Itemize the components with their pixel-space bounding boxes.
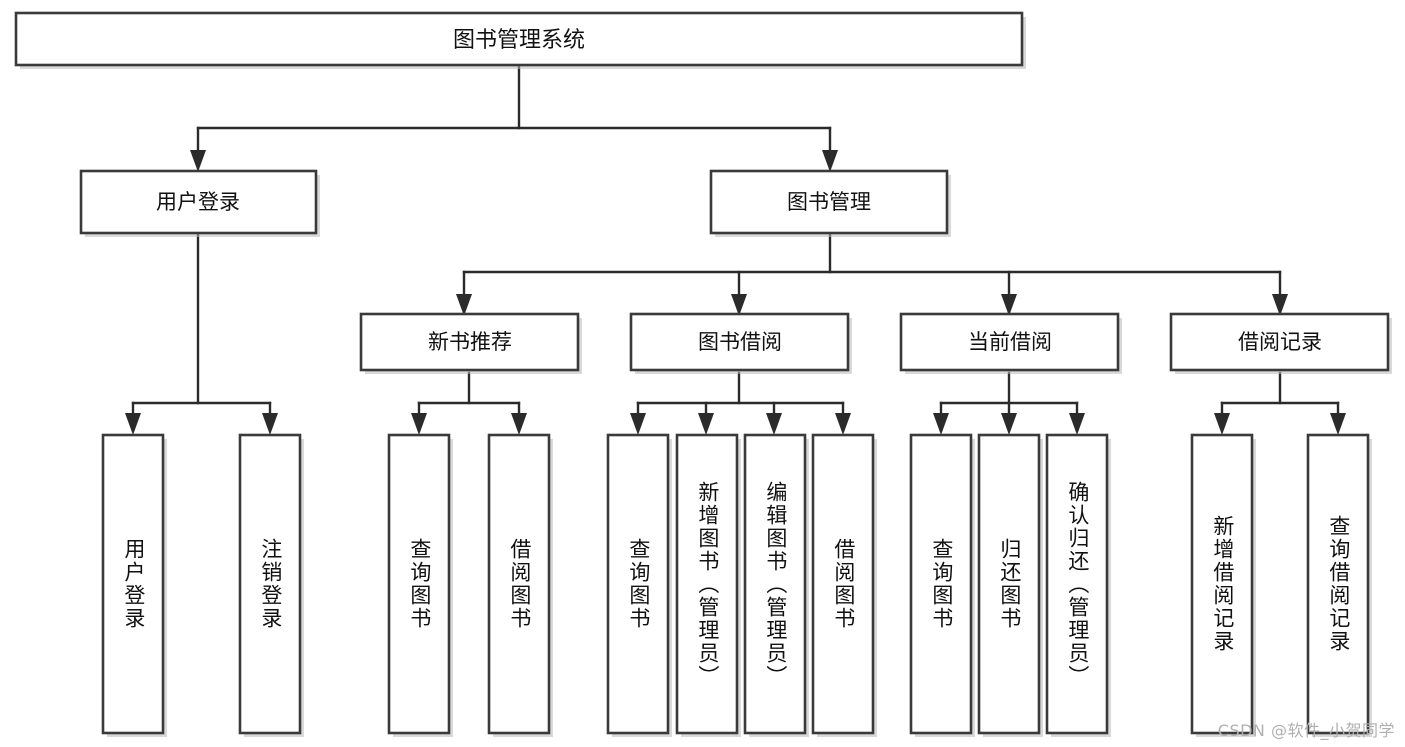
node-current-borrow-label: 当前借阅 xyxy=(968,330,1052,354)
leaf-book-borrow-lend[interactable] xyxy=(811,433,877,737)
leaf-current-borrow-return[interactable] xyxy=(977,433,1043,737)
node-current-borrow[interactable]: 当前借阅 xyxy=(899,312,1122,374)
edges-book-borrow-to-leaves xyxy=(630,371,851,435)
leaf-current-borrow-confirm[interactable] xyxy=(1045,433,1111,737)
csdn-watermark: CSDN @软件_小贺同学 xyxy=(1217,721,1395,740)
leaf-book-borrow-query[interactable] xyxy=(606,433,672,737)
leaf-borrow-record-add[interactable] xyxy=(1190,433,1256,737)
leaf-current-borrow-query[interactable] xyxy=(909,433,975,737)
leaf-book-borrow-add[interactable] xyxy=(675,433,741,737)
node-user-login[interactable]: 用户登录 xyxy=(79,169,320,237)
leaf-user-login-signout[interactable] xyxy=(238,433,304,737)
node-borrow-record-label: 借阅记录 xyxy=(1238,330,1322,354)
node-root-system[interactable]: 图书管理系统 xyxy=(14,11,1026,69)
edges-current-borrow-to-leaves xyxy=(933,371,1085,435)
node-root-system-label: 图书管理系统 xyxy=(453,28,585,53)
node-book-management[interactable]: 图书管理 xyxy=(709,169,951,237)
edges-new-book-to-leaves xyxy=(411,371,527,435)
edges-book-mgmt-to-level3 xyxy=(456,231,1288,316)
node-book-borrow-label: 图书借阅 xyxy=(698,330,782,354)
node-book-borrow[interactable]: 图书借阅 xyxy=(629,312,852,374)
edges-root-to-level2 xyxy=(190,63,838,172)
leaf-book-borrow-edit[interactable] xyxy=(743,433,809,737)
leaf-new-book-query[interactable] xyxy=(387,433,453,737)
node-borrow-record[interactable]: 借阅记录 xyxy=(1169,312,1392,374)
edges-user-login-to-leaves xyxy=(125,231,278,435)
leaf-user-login-signin[interactable] xyxy=(101,433,167,737)
node-new-book-recommend[interactable]: 新书推荐 xyxy=(359,312,582,374)
leaf-new-book-borrow[interactable] xyxy=(487,433,553,737)
node-new-book-recommend-label: 新书推荐 xyxy=(428,330,512,354)
node-user-login-label: 用户登录 xyxy=(156,190,240,214)
leaf-borrow-record-query[interactable] xyxy=(1306,433,1372,737)
edges-borrow-record-to-leaves xyxy=(1214,371,1346,435)
node-book-management-label: 图书管理 xyxy=(787,190,871,214)
